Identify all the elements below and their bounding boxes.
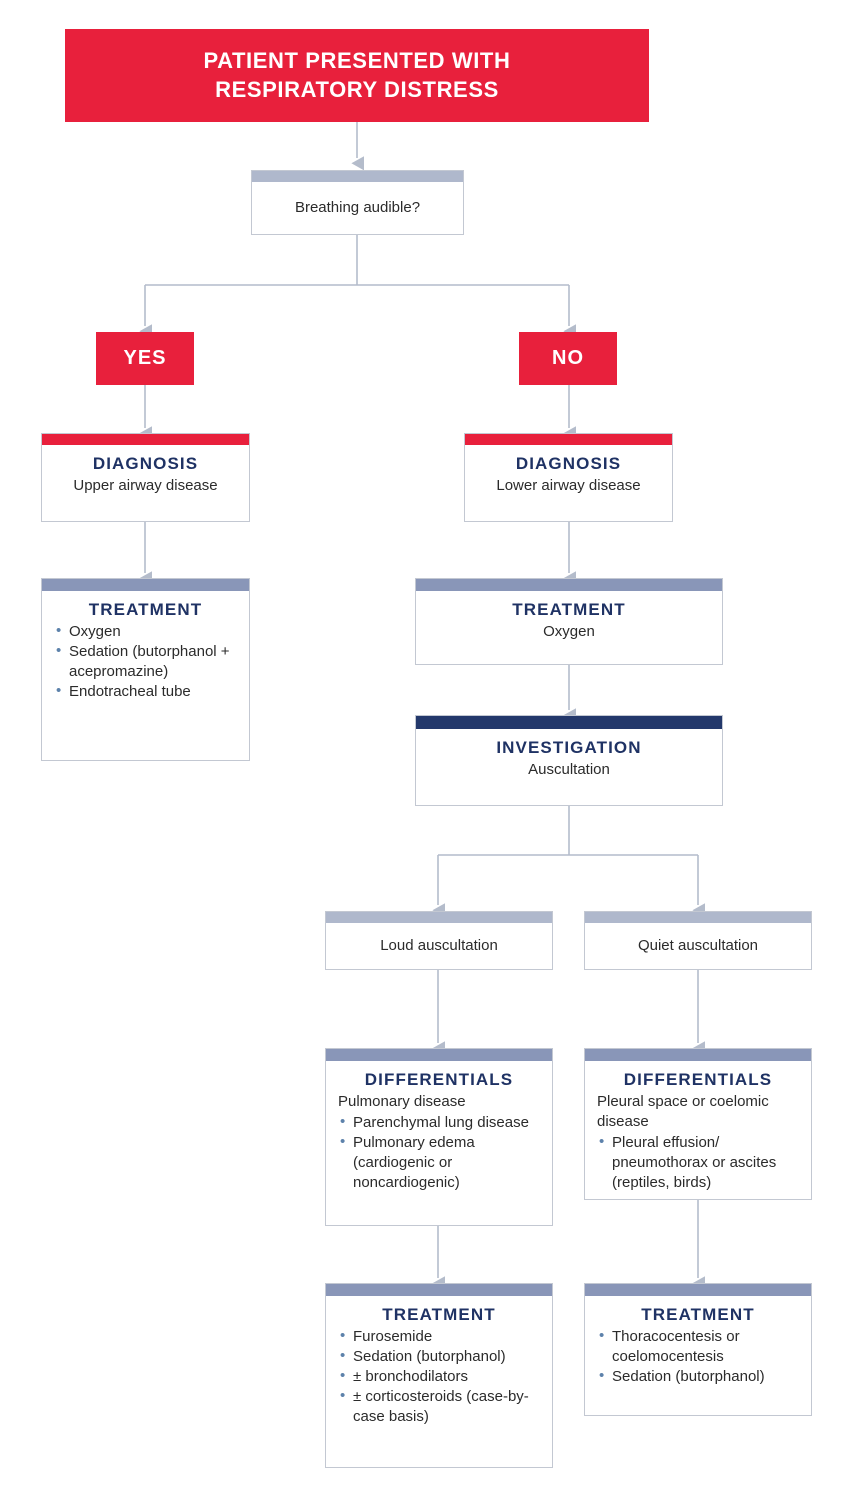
differentials-loud-title: DIFFERENTIALS: [364, 1070, 514, 1089]
investigation-subtitle: Auscultation: [528, 761, 610, 779]
diagnosis-lower-body: DIAGNOSIS Lower airway disease: [465, 445, 672, 506]
node-cap-light: [252, 171, 463, 182]
differentials-quiet-list: Pleural effusion/ pneumothorax or ascite…: [597, 1132, 799, 1193]
diagnosis-upper-subtitle: Upper airway disease: [73, 477, 218, 495]
differentials-loud-body: DIFFERENTIALS Pulmonary disease Parenchy…: [326, 1061, 552, 1203]
differentials-quiet-body: DIFFERENTIALS Pleural space or coelomic …: [585, 1061, 811, 1203]
node-cap-slate: [416, 579, 722, 591]
investigation-title: INVESTIGATION: [496, 738, 642, 757]
node-treatment-upper[interactable]: TREATMENT Oxygen Sedation (butorphanol +…: [41, 578, 250, 761]
node-loud-auscultation[interactable]: Loud auscultation: [325, 911, 553, 970]
node-cap-slate: [585, 1284, 811, 1296]
treatment-quiet-title: TREATMENT: [641, 1305, 755, 1324]
banner-line-2: RESPIRATORY DISTRESS: [215, 76, 499, 102]
treatment-upper-title: TREATMENT: [88, 600, 203, 619]
banner-text: PATIENT PRESENTED WITH RESPIRATORY DISTR…: [204, 47, 511, 103]
node-cap-red: [42, 434, 249, 445]
diagnosis-upper-body: DIAGNOSIS Upper airway disease: [42, 445, 249, 506]
decision-yes-label: YES: [123, 347, 167, 369]
list-item: Furosemide: [338, 1326, 540, 1347]
node-diagnosis-lower[interactable]: DIAGNOSIS Lower airway disease: [464, 433, 673, 522]
treatment-lower-body: TREATMENT Oxygen: [416, 591, 722, 652]
node-cap-light: [585, 912, 811, 923]
node-differentials-quiet[interactable]: DIFFERENTIALS Pleural space or coelomic …: [584, 1048, 812, 1200]
node-breathing-audible[interactable]: Breathing audible?: [251, 170, 464, 235]
decision-no-label: NO: [552, 347, 584, 369]
treatment-loud-list: Furosemide Sedation (butorphanol) ± bron…: [338, 1326, 540, 1427]
node-quiet-auscultation[interactable]: Quiet auscultation: [584, 911, 812, 970]
node-cap-slate: [326, 1049, 552, 1061]
node-investigation[interactable]: INVESTIGATION Auscultation: [415, 715, 723, 806]
list-item: Sedation (butorphanol + acepromazine): [54, 641, 237, 682]
quiet-auscultation-text-wrap: Quiet auscultation: [585, 923, 811, 969]
node-cap-slate: [585, 1049, 811, 1061]
list-item: Pleural effusion/ pneumothorax or ascite…: [597, 1132, 799, 1193]
breathing-audible-text: Breathing audible?: [294, 199, 421, 217]
banner-line-1: PATIENT PRESENTED WITH: [203, 48, 511, 74]
treatment-upper-body: TREATMENT Oxygen Sedation (butorphanol +…: [42, 591, 249, 712]
treatment-lower-subtitle: Oxygen: [543, 623, 595, 641]
loud-auscultation-text: Loud auscultation: [380, 937, 498, 955]
differentials-quiet-title: DIFFERENTIALS: [623, 1070, 773, 1089]
banner-patient-presented: PATIENT PRESENTED WITH RESPIRATORY DISTR…: [65, 29, 649, 122]
treatment-quiet-body: TREATMENT Thoracocentesis or coelomocent…: [585, 1296, 811, 1397]
decision-yes[interactable]: YES: [96, 332, 194, 385]
list-item: Oxygen: [54, 621, 237, 642]
list-item: Sedation (butorphanol): [338, 1346, 540, 1367]
list-item: Parenchymal lung disease: [338, 1112, 540, 1133]
node-cap-slate: [326, 1284, 552, 1296]
node-cap-navy: [416, 716, 722, 729]
breathing-audible-text-wrap: Breathing audible?: [252, 182, 463, 234]
loud-auscultation-text-wrap: Loud auscultation: [326, 923, 552, 969]
treatment-quiet-list: Thoracocentesis or coelomocentesis Sedat…: [597, 1326, 799, 1387]
list-item: ± bronchodilators: [338, 1366, 540, 1387]
quiet-auscultation-text: Quiet auscultation: [637, 937, 759, 955]
node-diagnosis-upper[interactable]: DIAGNOSIS Upper airway disease: [41, 433, 250, 522]
treatment-lower-title: TREATMENT: [512, 600, 626, 619]
investigation-body: INVESTIGATION Auscultation: [416, 729, 722, 790]
differentials-loud-list: Parenchymal lung disease Pulmonary edema…: [338, 1112, 540, 1193]
list-item: Sedation (butorphanol): [597, 1366, 799, 1387]
node-cap-light: [326, 912, 552, 923]
list-item: Thoracocentesis or coelomocentesis: [597, 1326, 799, 1367]
diagnosis-lower-subtitle: Lower airway disease: [496, 477, 641, 495]
diagnosis-upper-title: DIAGNOSIS: [92, 454, 199, 473]
node-treatment-quiet[interactable]: TREATMENT Thoracocentesis or coelomocent…: [584, 1283, 812, 1416]
node-cap-red: [465, 434, 672, 445]
list-item: Endotracheal tube: [54, 681, 237, 702]
node-differentials-loud[interactable]: DIFFERENTIALS Pulmonary disease Parenchy…: [325, 1048, 553, 1226]
treatment-loud-body: TREATMENT Furosemide Sedation (butorphan…: [326, 1296, 552, 1437]
treatment-loud-title: TREATMENT: [382, 1305, 496, 1324]
list-item: Pulmonary edema (cardiogenic or noncardi…: [338, 1132, 540, 1193]
node-treatment-loud[interactable]: TREATMENT Furosemide Sedation (butorphan…: [325, 1283, 553, 1468]
node-treatment-lower[interactable]: TREATMENT Oxygen: [415, 578, 723, 665]
differentials-loud-subtitle: Pulmonary disease: [338, 1093, 466, 1111]
differentials-quiet-subtitle: Pleural space or coelomic disease: [597, 1093, 769, 1131]
list-item: ± corticosteroids (case-by-case basis): [338, 1386, 540, 1427]
treatment-upper-list: Oxygen Sedation (butorphanol + acepromaz…: [54, 621, 237, 702]
diagnosis-lower-title: DIAGNOSIS: [515, 454, 622, 473]
node-cap-slate: [42, 579, 249, 591]
decision-no[interactable]: NO: [519, 332, 617, 385]
